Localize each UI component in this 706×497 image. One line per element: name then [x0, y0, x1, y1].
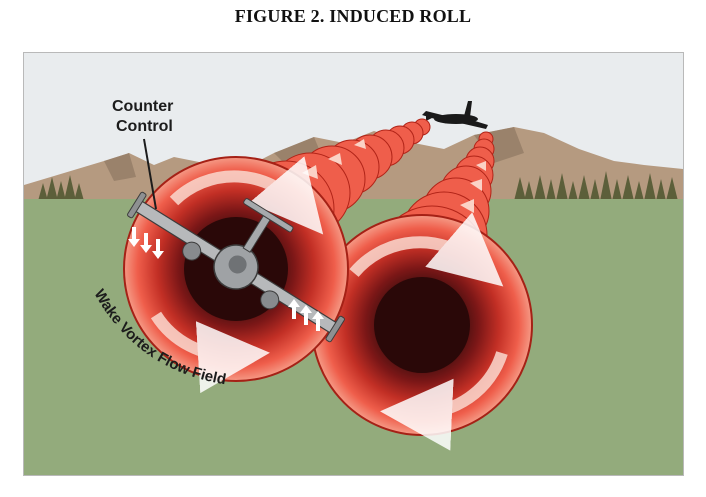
- right-wingtip-arrows: [288, 299, 324, 331]
- left-wingtip-arrows: [128, 227, 164, 259]
- counter-control-label-line2: Control: [116, 118, 173, 135]
- right-vortex: [311, 212, 533, 451]
- trees-right: [514, 171, 678, 201]
- figure-title: FIGURE 2. INDUCED ROLL: [234, 6, 472, 26]
- induced-roll-illustration: Counter Control Wake Vortex Flow Field: [24, 53, 683, 475]
- trees-left: [38, 175, 84, 201]
- counter-control-label-line1: Counter: [112, 98, 173, 115]
- illustration-frame: Counter Control Wake Vortex Flow Field: [23, 52, 684, 476]
- aircraft-front-icon: [127, 191, 345, 343]
- counter-control-leader: [143, 138, 157, 210]
- aircraft-silhouette-icon: [422, 101, 488, 129]
